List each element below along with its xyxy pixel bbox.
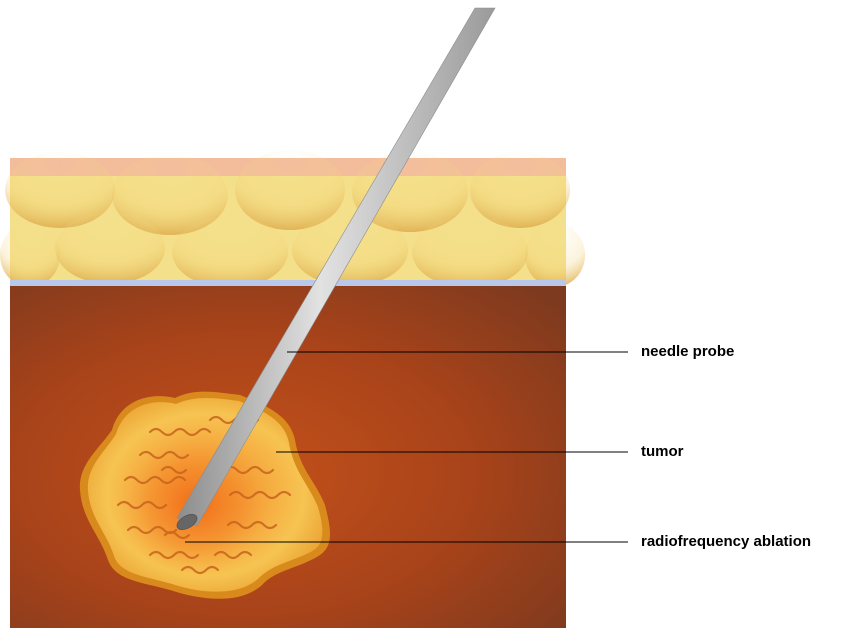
fat-layer xyxy=(0,150,585,288)
fascia-layer xyxy=(10,280,566,286)
needle-probe-label: needle probe xyxy=(641,343,734,360)
ablation-label: radiofrequency ablation xyxy=(641,533,811,550)
tumor-label: tumor xyxy=(641,443,684,460)
